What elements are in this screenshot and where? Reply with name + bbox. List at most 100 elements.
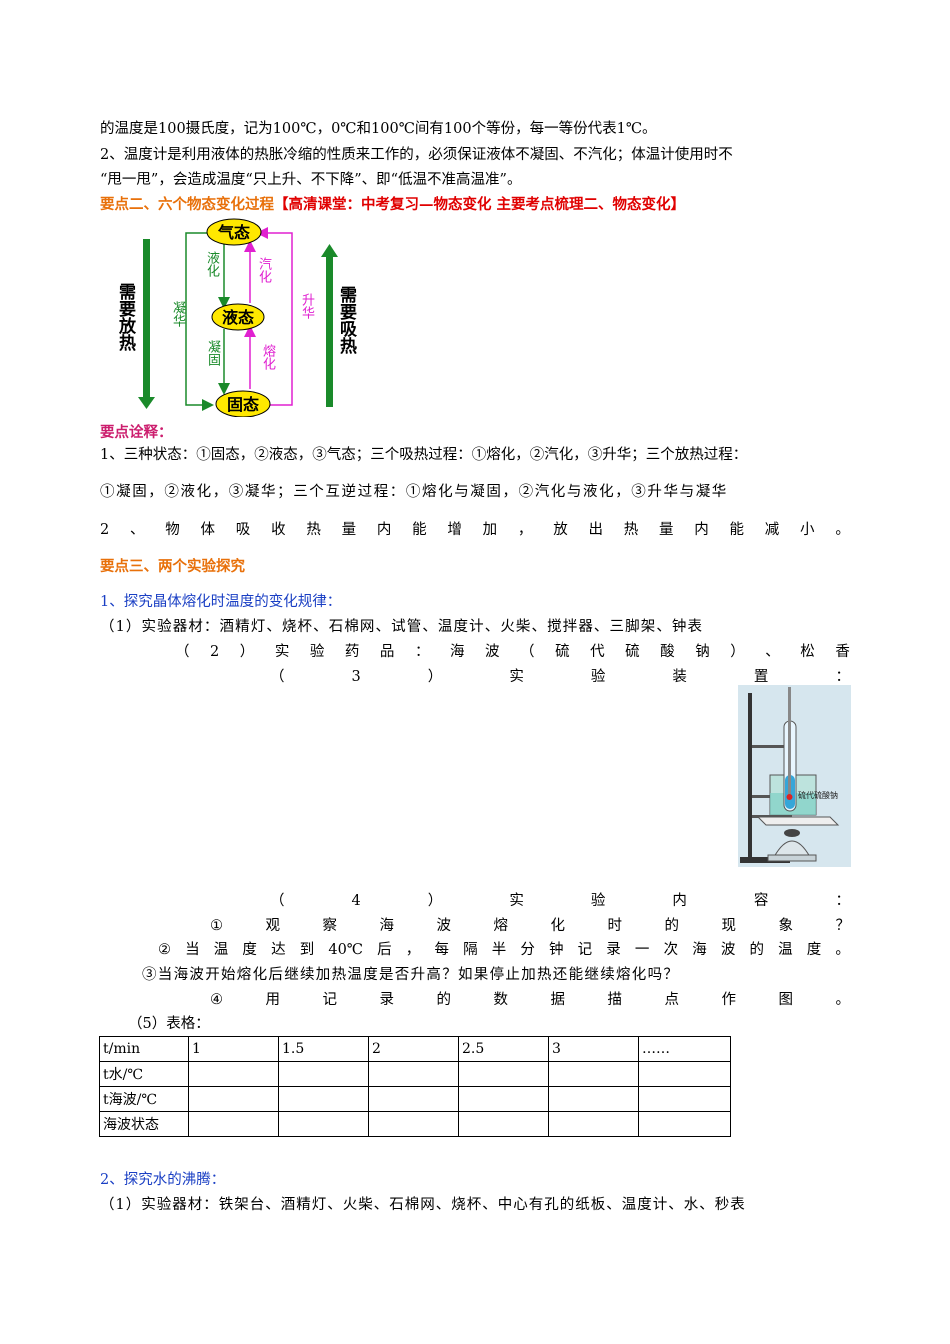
text-line: 2、温度计是利用液体的热胀冷缩的性质来工作的，必须保证液体不凝固、不汽化；体温计… (100, 147, 733, 163)
text-char: 药 (344, 644, 360, 660)
text-char: 40℃ (328, 942, 364, 958)
text-char: 装 (672, 669, 687, 685)
text-char: 量 (341, 522, 357, 538)
apparatus-image: 硫代硫酸钠 (738, 685, 851, 867)
desublimate-label: 凝华 (170, 301, 185, 327)
text-char: 半 (491, 942, 507, 958)
justified-line: （3）实验装置： (270, 667, 850, 687)
text-char: 分 (520, 942, 535, 958)
text-char: 容 (753, 893, 769, 909)
text-char: 的 (749, 942, 764, 958)
row-label: t水/℃ (99, 1061, 189, 1087)
text-char: 热 (623, 522, 639, 538)
text-char: 体 (200, 522, 216, 538)
text-char: 察 (322, 918, 338, 934)
text-char: 化 (550, 918, 566, 934)
justified-line: （2）实验药品：海波（硫代硫酸钠）、松香 (175, 642, 850, 662)
text-span: ③当海波开始熔化后继续加热温度是否升高？如果停止加热还能继续熔化吗？ (142, 967, 680, 983)
table-row: t海波/℃ (99, 1086, 731, 1112)
stand-base (740, 857, 790, 863)
text-char: 代 (590, 644, 605, 660)
text-char: 点 (664, 992, 680, 1008)
text-char: 到 (299, 942, 315, 958)
table-header-cell: 2.5 (458, 1036, 549, 1062)
text-span: （1）实验器材：酒精灯、烧杯、石棉网、试管、温度计、火柴、搅拌器、三脚架、钟表 (100, 619, 704, 635)
table-header-cell: 1 (188, 1036, 279, 1062)
text-char: 增 (447, 522, 462, 538)
text-char: 收 (271, 522, 286, 538)
text-char: ④ (210, 992, 223, 1008)
text-char: 内 (694, 522, 709, 538)
text-char: 热 (306, 522, 321, 538)
justified-line: 2、物体吸收热量内能增加，放出热量内能减小。 (100, 520, 850, 540)
table-header-cell: …… (638, 1036, 731, 1062)
sublimate-line (256, 227, 293, 406)
subsection-heading: 1、探究晶体熔化时温度的变化规律： (100, 594, 342, 610)
solidify-label: 凝固 (205, 340, 220, 366)
text-char: 硫 (625, 644, 640, 660)
text-char: ① (210, 918, 223, 934)
row-label: t海波/℃ (99, 1086, 189, 1112)
liquid-state-label: 液态 (222, 308, 254, 327)
text-char: 的 (436, 992, 452, 1008)
text-char: 放 (553, 522, 568, 538)
text-char: 酸 (660, 644, 675, 660)
gas-state-label: 气态 (217, 223, 250, 242)
text-char: 实 (509, 669, 524, 685)
text-char: 作 (721, 992, 737, 1008)
text-char: 当 (185, 942, 200, 958)
text-char: 每 (434, 942, 449, 958)
text-char: 验 (590, 893, 606, 909)
absorb-arrow (326, 255, 333, 407)
text-char: 数 (493, 992, 509, 1008)
table-row: t水/℃ (99, 1061, 731, 1087)
section-source: 【高清课堂：中考复习—物态变化 主要考点梳理二、物态变化】 (274, 196, 686, 213)
text-line: （1）实验器材：酒精灯、烧杯、石棉网、试管、温度计、火柴、搅拌器、三脚架、钟表 (100, 617, 850, 637)
text-char: 2 (210, 644, 220, 660)
text-char: 4 (351, 893, 361, 909)
text-char: 后 (377, 942, 392, 958)
absorb-label: 需要吸热 (336, 286, 356, 354)
solid-state-label: 固态 (227, 395, 259, 414)
text-char: 次 (663, 942, 679, 958)
text-char: 验 (309, 644, 325, 660)
text-char: 用 (265, 992, 281, 1008)
vaporize-label: 汽化 (256, 257, 271, 283)
text-char: 海 (449, 644, 465, 660)
text-char: 量 (658, 522, 674, 538)
text-char: 时 (607, 918, 623, 934)
text-span: ①凝固，②液化，③凝华；三个互逆过程：①熔化与凝固，②汽化与液化，③升华与凝华 (100, 484, 728, 500)
text-line: 的温度是100摄氏度，记为100℃，0℃和100℃间有100个等份，每一等份代表… (100, 121, 657, 137)
text-char: 度 (242, 942, 257, 958)
text-char: 一 (634, 942, 650, 958)
text-char: 钟 (549, 942, 564, 958)
text-char: 。 (835, 522, 850, 538)
table-header-cell: t/min (99, 1036, 189, 1062)
table-header-cell: 2 (368, 1036, 459, 1062)
liquid-state (211, 303, 265, 331)
text-char: ？ (835, 918, 851, 934)
text-char: 能 (729, 522, 745, 538)
text-char: 现 (721, 918, 737, 934)
text-char: ） (427, 893, 443, 909)
text-char: 温 (213, 942, 229, 958)
text-char: 3 (351, 669, 361, 685)
text-char: 。 (835, 942, 850, 958)
stand-rod (748, 693, 752, 861)
text-char: 小 (800, 522, 815, 538)
text-char: 度 (806, 942, 822, 958)
phase-change-diagram: 气态 液态 固态 (138, 218, 338, 417)
text-char: 内 (376, 522, 392, 538)
text-char: 象 (778, 918, 794, 934)
text-span: （1）实验器材：铁架台、酒精灯、火柴、石棉网、烧杯、中心有孔的纸板、温度计、水、… (100, 1197, 746, 1213)
melt-label: 熔化 (260, 344, 275, 370)
table-header-cell: 1.5 (278, 1036, 369, 1062)
text-char: 置 (753, 669, 769, 685)
text-line: （1）实验器材：铁架台、酒精灯、火柴、石棉网、烧杯、中心有孔的纸板、温度计、水、… (100, 1195, 850, 1215)
text-char: ： (835, 893, 850, 909)
release-arrow (143, 239, 150, 399)
text-line: ③当海波开始熔化后继续加热温度是否升高？如果停止加热还能继续熔化吗？ (142, 965, 850, 985)
text-char: 吸 (235, 522, 251, 538)
